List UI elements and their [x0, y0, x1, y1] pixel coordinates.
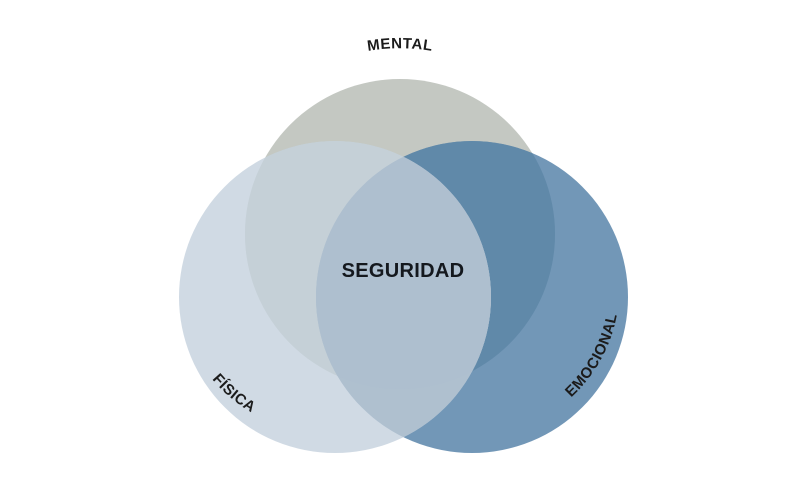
- center-label: SEGURIDAD: [342, 260, 465, 282]
- label-mental-text: MENTAL: [366, 35, 433, 55]
- label-mental: MENTAL: [366, 35, 434, 55]
